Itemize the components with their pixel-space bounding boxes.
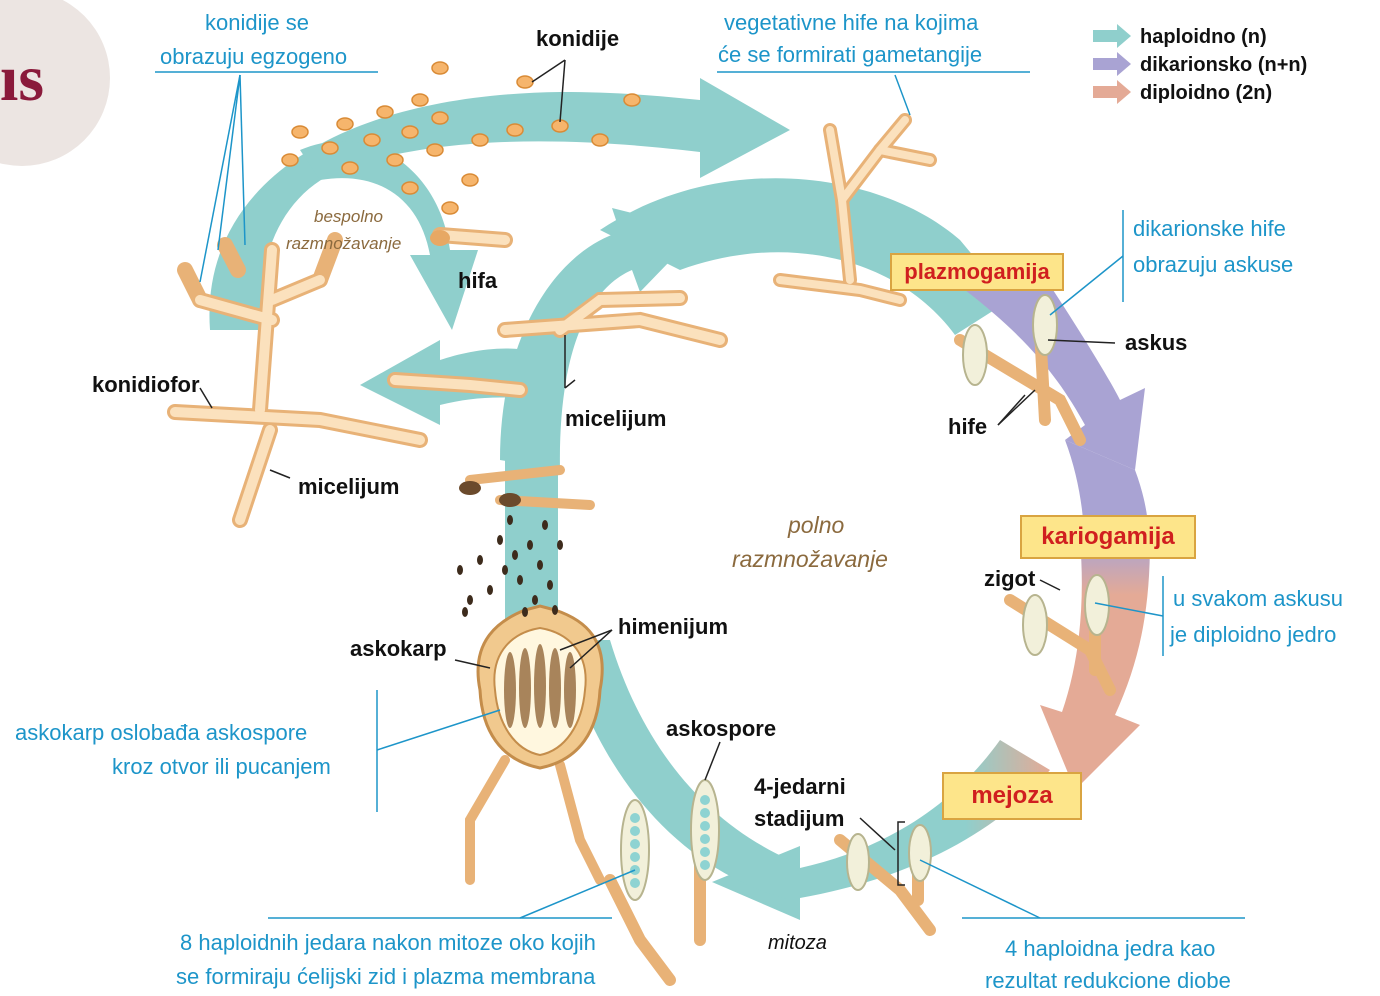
note-dikarionske-line2: obrazuju askuse	[1133, 250, 1293, 280]
label-cetvorojedarni-line1: 4-jedarni	[754, 774, 846, 800]
label-mitoza: mitoza	[768, 932, 827, 955]
box-plazmogamija: plazmogamija	[890, 253, 1064, 291]
note-vegetativne-line2: će se formirati gametangije	[718, 40, 982, 70]
label-askospore: askospore	[666, 716, 776, 742]
note-cetiri-jedra-line1: 4 haploidna jedra kao	[1005, 934, 1215, 964]
label-askus: askus	[1125, 330, 1187, 356]
label-hifa: hifa	[458, 268, 497, 294]
note-osam-jedara-line1: 8 haploidnih jedara nakon mitoze oko koj…	[180, 928, 596, 958]
note-vegetativne-line1: vegetativne hife na kojima	[724, 8, 978, 38]
note-askokarp-line2: kroz otvor ili pucanjem	[112, 752, 331, 782]
box-kariogamija: kariogamija	[1020, 515, 1196, 559]
legend-diploid-label: diploidno (2n)	[1140, 82, 1272, 105]
box-mejoza: mejoza	[942, 772, 1082, 820]
note-askus-diploid-line1: u svakom askusu	[1173, 584, 1343, 614]
label-bespolno-line1: bespolno	[314, 207, 383, 227]
note-konidije-egzogeno-line2: obrazuju egzogeno	[160, 42, 347, 72]
label-askokarp: askokarp	[350, 636, 447, 662]
svg-text:ıs: ıs	[0, 42, 44, 115]
note-osam-jedara-line2: se formiraju ćelijski zid i plazma membr…	[176, 962, 595, 992]
note-askus-diploid-line2: je diploidno jedro	[1170, 620, 1336, 650]
label-cetvorojedarni-line2: stadijum	[754, 806, 844, 832]
label-bespolno-line2: razmnožavanje	[286, 234, 401, 254]
note-konidije-egzogeno-line1: konidije se	[205, 8, 309, 38]
label-micelijum-center: micelijum	[565, 406, 666, 432]
note-cetiri-jedra-line2: rezultat redukcione diobe	[985, 966, 1231, 996]
legend-haploid-label: haploidno (n)	[1140, 26, 1267, 49]
askokarp-body	[478, 606, 602, 768]
corner-badge: ıs	[0, 0, 110, 166]
note-dikarionske-line1: dikarionske hife	[1133, 214, 1286, 244]
legend-arrows	[1093, 24, 1131, 104]
label-micelijum-left: micelijum	[298, 474, 399, 500]
label-hife: hife	[948, 414, 987, 440]
label-polno-line2: razmnožavanje	[732, 546, 888, 573]
legend-dikaryotic-label: dikarionsko (n+n)	[1140, 54, 1307, 77]
label-polno-line1: polno	[788, 512, 844, 539]
label-konidije: konidije	[536, 26, 619, 52]
note-askokarp-line1: askokarp oslobađa askospore	[15, 718, 307, 748]
label-himenijum: himenijum	[618, 614, 728, 640]
label-konidiofor: konidiofor	[92, 372, 200, 398]
label-zigot: zigot	[984, 566, 1035, 592]
